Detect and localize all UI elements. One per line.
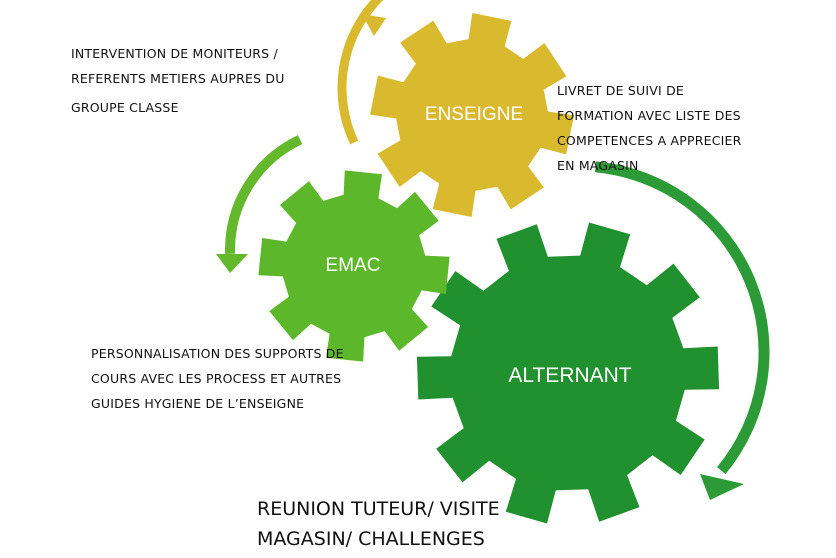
reunion-note-line: REUNION TUTEUR/ VISITE <box>257 498 500 520</box>
enseigne-cycle-arrow <box>337 0 384 145</box>
personnalisation-note-line: GUIDES HYGIENE DE L’ENSEIGNE <box>91 396 305 411</box>
personnalisation-note: PERSONNALISATION DES SUPPORTS DE COURS A… <box>91 341 344 416</box>
emac-gear-label: EMAC <box>325 255 381 276</box>
livret-note-line: COMPETENCES A APPRECIER <box>557 133 742 148</box>
intervention-note: INTERVENTION DE MONITEURS / REFERENTS ME… <box>71 41 285 120</box>
alternant-gear-label: ALTERNANT <box>508 364 632 387</box>
reunion-note-line: MAGASIN/ CHALLENGES <box>257 528 485 550</box>
livret-note: LIVRET DE SUIVI DE FORMATION AVEC LISTE … <box>557 78 742 178</box>
intervention-note-line: REFERENTS METIERS AUPRES DU <box>71 71 285 86</box>
emac-cycle-arrow <box>225 135 303 254</box>
livret-note-line: LIVRET DE SUIVI DE <box>557 83 684 98</box>
intervention-note-line: INTERVENTION DE MONITEURS / <box>71 46 278 61</box>
personnalisation-note-line: PERSONNALISATION DES SUPPORTS DE <box>91 346 344 361</box>
reunion-note: REUNION TUTEUR/ VISITE MAGASIN/ CHALLENG… <box>257 494 500 554</box>
enseigne-gear-label: ENSEIGNE <box>424 104 524 125</box>
enseigne-arrowhead-icon <box>362 14 386 36</box>
enseigne-gear <box>370 13 574 217</box>
personnalisation-note-line: COURS AVEC LES PROCESS ET AUTRES <box>91 371 342 386</box>
alternant-arrowhead-icon <box>700 474 744 500</box>
emac-gear <box>258 170 450 362</box>
alternant-cycle-arrow <box>594 161 770 475</box>
livret-note-line: EN MAGASIN <box>557 158 639 173</box>
emac-arrowhead-icon <box>216 254 248 273</box>
livret-note-line: FORMATION AVEC LISTE DES <box>557 108 741 123</box>
intervention-note-line: GROUPE CLASSE <box>71 100 179 115</box>
alternant-gear <box>416 222 720 524</box>
